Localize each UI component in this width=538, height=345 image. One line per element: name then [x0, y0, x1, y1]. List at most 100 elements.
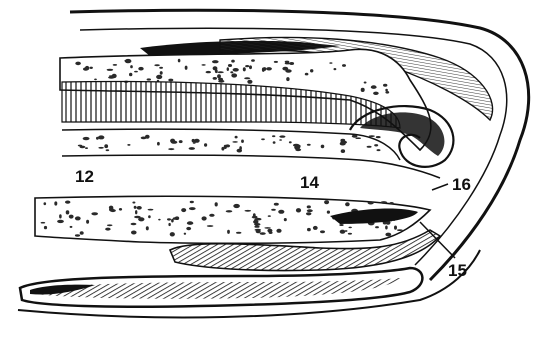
stipple-dot — [106, 149, 110, 151]
stipple-dot — [185, 66, 188, 70]
stipple-dot — [349, 227, 352, 229]
stipple-dot — [202, 64, 206, 66]
stipple-dot — [230, 71, 233, 73]
stipple-dot — [127, 144, 130, 146]
stipple-dot — [267, 229, 272, 233]
stipple-dot — [112, 74, 117, 78]
stipple-dot — [66, 210, 70, 214]
stipple-dot — [266, 67, 272, 70]
stipple-dot — [167, 218, 171, 220]
label-14: 14 — [300, 173, 319, 192]
stipple-dot — [85, 66, 89, 70]
stipple-dot — [168, 79, 173, 82]
stipple-dot — [104, 144, 108, 148]
stipple-dot — [75, 234, 80, 236]
stipple-dot — [44, 202, 47, 205]
stipple-dot — [313, 226, 318, 230]
stipple-dot — [385, 226, 388, 230]
stipple-dot — [189, 147, 195, 150]
stipple-dot — [327, 211, 330, 214]
stipple-dot — [239, 146, 242, 150]
stipple-dot — [173, 217, 177, 220]
stipple-dot — [307, 144, 311, 146]
stipple-dot — [385, 233, 391, 237]
stipple-dot — [218, 80, 224, 83]
stipple-dot — [80, 231, 84, 235]
stipple-dot — [217, 74, 221, 78]
stipple-dot — [78, 145, 82, 147]
stipple-dot — [228, 64, 232, 67]
stipple-dot — [272, 135, 275, 137]
stipple-dot — [245, 210, 252, 212]
stipple-dot — [254, 226, 259, 228]
stipple-dot — [206, 71, 211, 73]
stipple-dot — [390, 202, 394, 204]
stipple-dot — [273, 141, 276, 144]
stipple-dot — [213, 77, 217, 80]
stipple-dot — [342, 64, 346, 67]
label-16: 16 — [452, 175, 471, 194]
stipple-dot — [204, 143, 207, 146]
stipple-dot — [251, 59, 255, 62]
stipple-dot — [282, 67, 288, 71]
stipple-dot — [334, 68, 337, 70]
stipple-dot — [213, 66, 218, 70]
stipple-dot — [171, 141, 177, 144]
stipple-dot — [278, 210, 284, 214]
stipple-dot — [307, 209, 313, 212]
stipple-dot — [233, 204, 240, 208]
stipple-dot — [276, 229, 281, 233]
stipple-dot — [397, 229, 403, 231]
stipple-dot — [184, 233, 186, 235]
stipple-dot — [260, 232, 266, 235]
stipple-dot — [236, 232, 241, 234]
stipple-dot — [321, 145, 325, 149]
stipple-dot — [107, 224, 113, 226]
stipple-dot — [227, 230, 230, 234]
stipple-dot — [134, 71, 138, 73]
stipple-dot — [231, 60, 235, 63]
stipple-dot — [262, 68, 265, 72]
stipple-dot — [271, 209, 276, 211]
stipple-dot — [70, 226, 73, 228]
stipple-dot — [340, 230, 346, 234]
stipple-dot — [131, 223, 137, 225]
stipple-dot — [264, 227, 271, 229]
stipple-dot — [193, 142, 196, 144]
stipple-dot — [274, 61, 278, 63]
stipple-dot — [85, 147, 88, 149]
stipple-dot — [279, 139, 282, 141]
stipple-dot — [364, 82, 367, 84]
stipple-dot — [375, 226, 379, 228]
stipple-dot — [107, 69, 114, 71]
stipple-dot — [168, 223, 170, 226]
stipple-dot — [339, 224, 343, 226]
stipple-dot — [145, 135, 150, 139]
stipple-dot — [65, 201, 70, 204]
stipple-dot — [244, 77, 250, 79]
stipple-dot — [179, 140, 183, 143]
stipple-dot — [98, 147, 103, 149]
leader-line-16 — [432, 184, 448, 190]
stipple-dot — [224, 145, 227, 149]
stipple-dot — [124, 60, 127, 62]
stipple-dot — [170, 232, 175, 236]
stipple-dot — [385, 89, 388, 92]
hook-fold-shade — [360, 112, 444, 156]
stipple-dot — [147, 78, 151, 80]
stipple-dot — [202, 216, 207, 220]
stipple-dot — [186, 227, 191, 230]
stipple-dot — [361, 88, 365, 92]
stipple-dot — [329, 62, 332, 64]
stipple-dot — [243, 67, 246, 71]
stipple-dot — [109, 208, 114, 212]
stipple-dot — [215, 202, 218, 206]
stipple-dot — [217, 71, 223, 73]
stipple-dot — [159, 67, 163, 69]
stipple-dot — [94, 79, 97, 81]
stipple-dot — [57, 220, 64, 223]
stipple-dot — [241, 140, 244, 143]
stipple-dot — [134, 216, 141, 219]
stipple-dot — [233, 68, 239, 72]
